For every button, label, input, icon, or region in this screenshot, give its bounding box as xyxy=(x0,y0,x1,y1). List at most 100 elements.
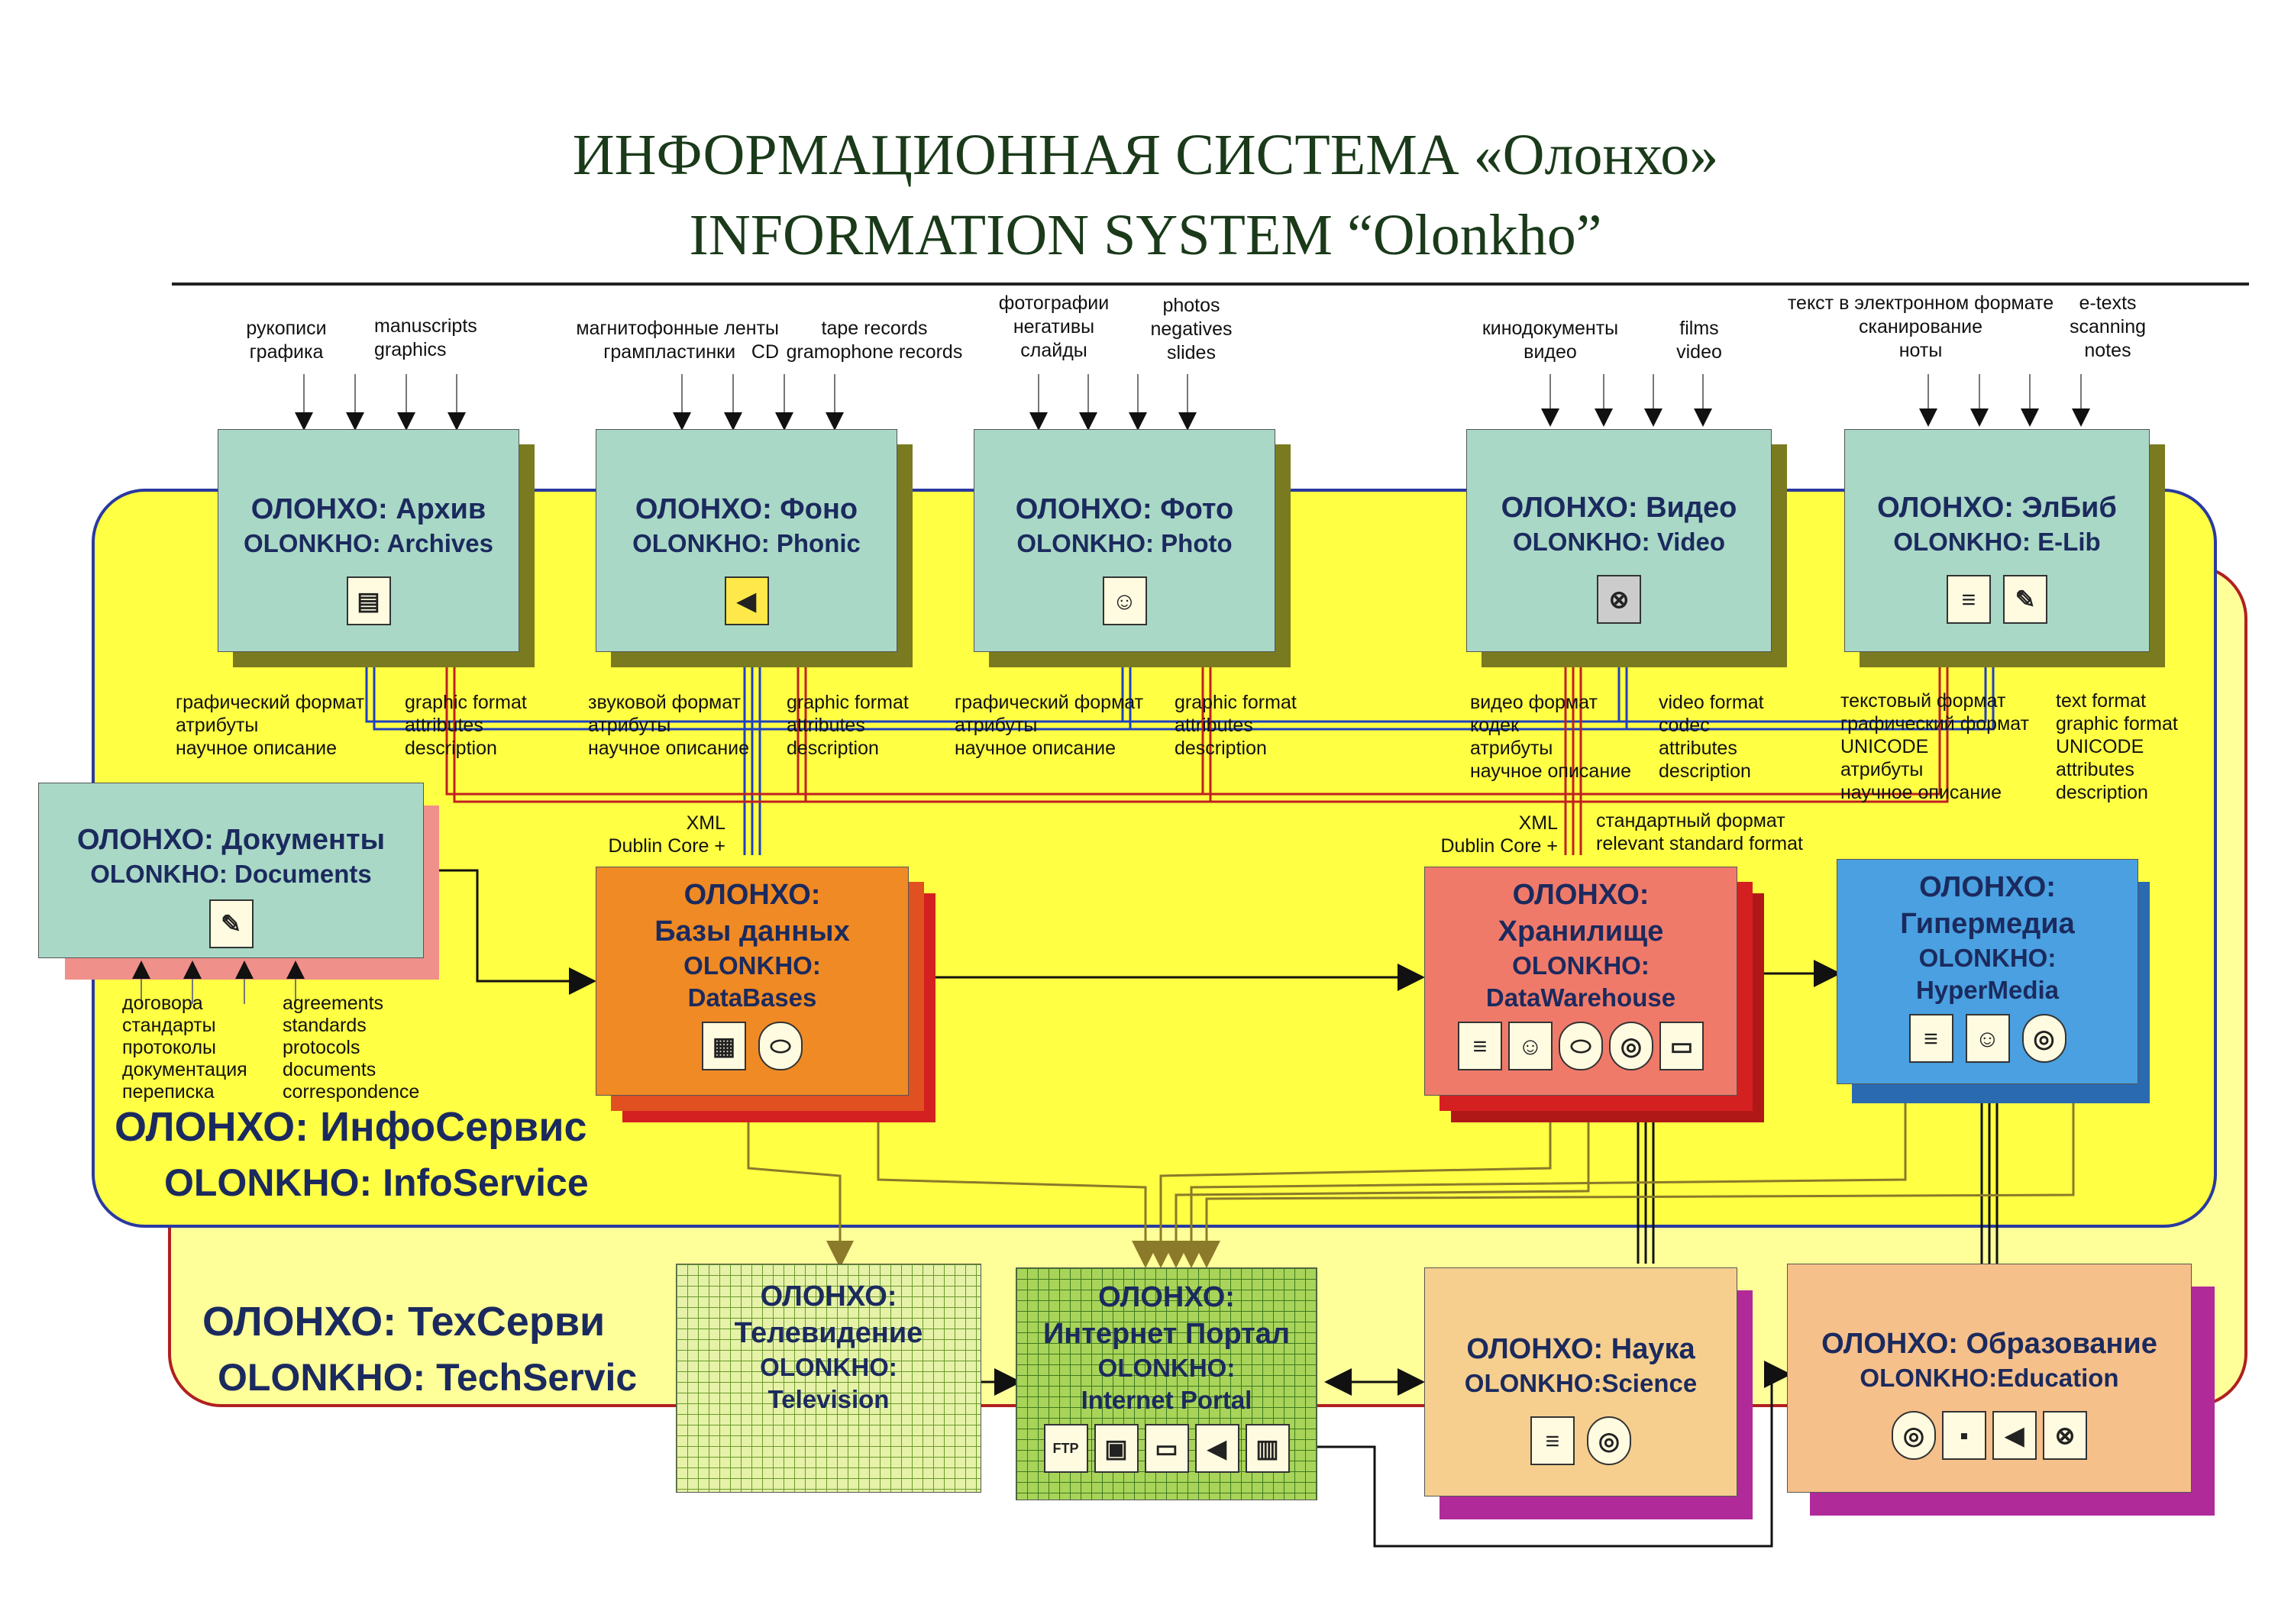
module-archive-en: OLONKHO: Archives xyxy=(243,529,493,557)
module-archive-ru: ОЛОНХО: Архив xyxy=(250,493,486,525)
input-photo-en: photos negatives slides xyxy=(1150,295,1233,363)
people-icon: ☺ xyxy=(1965,1014,2010,1063)
format-video-ru: видео формат кодек атрибуты научное опис… xyxy=(1470,692,1631,782)
module-television[interactable]: ОЛОНХО: Телевидение OLONKHO: Television xyxy=(676,1264,981,1493)
ftp-icon: FTP xyxy=(1043,1424,1088,1473)
module-hypermedia-en1: OLONKHO: xyxy=(1918,944,2057,972)
format-xml-db: XML Dublin Core + xyxy=(608,812,725,857)
folder-icon: ▭ xyxy=(1659,1022,1704,1070)
film-reel-icon: ⊗ xyxy=(1597,575,1641,624)
module-phono-ru: ОЛОНХО: Фоно xyxy=(635,493,858,525)
format-elib-en: text format graphic format UNICODE attri… xyxy=(2056,690,2178,803)
module-elib-ru: ОЛОНХО: ЭлБиб xyxy=(1877,492,2117,524)
people-icon: ☺ xyxy=(1508,1022,1553,1070)
cd-stack-icon: ◎ xyxy=(1587,1416,1631,1465)
page-title-en: INFORMATION SYSTEM “Olonkho” xyxy=(689,203,1602,267)
module-education-en: OLONKHO:Education xyxy=(1860,1364,2119,1392)
speaker-icon: ◀ xyxy=(1194,1424,1239,1473)
database-disk-icon: ⬭ xyxy=(1559,1022,1603,1070)
document-icon: ≡ xyxy=(1908,1014,1953,1063)
format-phono-ru: звуковой формат атрибуты научное описани… xyxy=(588,692,749,759)
module-hypermedia[interactable]: ОЛОНХО: Гипермедиа OLONKHO: HyperMedia ≡… xyxy=(1837,859,2138,1084)
module-warehouse-en1: OLONKHO: xyxy=(1512,951,1650,980)
document-edit-icon: ✎ xyxy=(208,899,254,948)
module-databases[interactable]: ОЛОНХО: Базы данных OLONKHO: DataBases ▦… xyxy=(596,867,909,1096)
module-archive[interactable]: ОЛОНХО: Архив OLONKHO: Archives ▤ xyxy=(218,429,519,652)
format-photo-ru: графический формат атрибуты научное опис… xyxy=(955,692,1144,759)
title-rule xyxy=(172,283,2249,286)
module-databases-ru2: Базы данных xyxy=(654,915,850,948)
module-science[interactable]: ОЛОНХО: Наука OLONKHO:Science ≡◎ xyxy=(1424,1267,1737,1496)
folder-icon: ▭ xyxy=(1144,1424,1189,1473)
module-video[interactable]: ОЛОНХО: Видео OLONKHO: Video ⊗ xyxy=(1466,429,1772,652)
module-photo[interactable]: ОЛОНХО: Фото OLONKHO: Photo ☺ xyxy=(974,429,1275,652)
module-warehouse-ru2: Хранилище xyxy=(1498,915,1664,948)
documents-inputs-ru: договора стандарты протоколы документаци… xyxy=(122,993,247,1103)
module-photo-en: OLONKHO: Photo xyxy=(1016,529,1233,557)
module-databases-ru1: ОЛОНХО: xyxy=(683,879,821,911)
module-hypermedia-ru2: Гипермедиа xyxy=(1900,908,2075,940)
input-video-ru: кинодокументы видео xyxy=(1482,318,1619,363)
module-databases-en2: DataBases xyxy=(687,983,817,1012)
module-documents[interactable]: ОЛОНХО: Документы OLONKHO: Documents ✎ xyxy=(38,783,424,958)
module-television-en2: Television xyxy=(767,1385,890,1413)
file-cabinet-icon: ▦ xyxy=(702,1022,746,1070)
module-photo-ru: ОЛОНХО: Фото xyxy=(1015,493,1234,525)
database-disk-icon: ⬭ xyxy=(758,1022,803,1070)
module-video-ru: ОЛОНХО: Видео xyxy=(1501,492,1737,524)
module-warehouse-en2: DataWarehouse xyxy=(1485,983,1676,1012)
format-photo-en: graphic format attributes description xyxy=(1175,692,1297,759)
edit-document-icon: ✎ xyxy=(2003,575,2047,624)
chart-icon: ▥ xyxy=(1245,1424,1290,1473)
speaker-icon: ◀ xyxy=(1992,1411,2037,1460)
input-elib-en: e-texts scanning notes xyxy=(2069,292,2147,361)
module-databases-en1: OLONKHO: xyxy=(683,951,821,980)
format-archive-ru: графический формат атрибуты научное опис… xyxy=(176,692,365,759)
infoservice-label-en: OLONKHO: InfoService xyxy=(164,1161,589,1204)
techservice-label-en: OLONKHO: TechServic xyxy=(218,1356,638,1399)
floppy-disk-icon: ▪ xyxy=(1942,1411,1986,1460)
module-documents-en: OLONKHO: Documents xyxy=(90,860,372,888)
speaker-icon: ◀ xyxy=(724,576,769,625)
module-portal-ru2: Интернет Портал xyxy=(1042,1318,1291,1350)
input-video-en: films video xyxy=(1676,318,1722,363)
module-education[interactable]: ОЛОНХО: Образование OLONKHO:Education ◎▪… xyxy=(1787,1264,2192,1493)
module-hypermedia-en2: HyperMedia xyxy=(1915,976,2060,1004)
manuscripts-icon: ▤ xyxy=(346,576,391,625)
module-elib-en: OLONKHO: E-Lib xyxy=(1893,528,2101,556)
format-standard: стандартный формат relevant standard for… xyxy=(1596,810,1803,854)
format-xml-wh: XML Dublin Core + xyxy=(1440,812,1558,857)
module-portal-en1: OLONKHO: xyxy=(1097,1354,1236,1382)
document-icon: ≡ xyxy=(1530,1416,1575,1465)
module-warehouse-ru1: ОЛОНХО: xyxy=(1512,879,1650,911)
module-education-ru: ОЛОНХО: Образование xyxy=(1821,1328,2157,1360)
cd-stack-icon: ◎ xyxy=(1609,1022,1653,1070)
input-elib-ru: текст в электронном формате сканирование… xyxy=(1787,292,2054,361)
cd-stack-icon: ◎ xyxy=(2021,1014,2066,1063)
module-television-ru1: ОЛОНХО: xyxy=(760,1280,897,1312)
module-science-en: OLONKHO:Science xyxy=(1464,1369,1698,1397)
input-photo-ru: фотографии негативы слайды xyxy=(998,292,1110,361)
format-video-en: video format codec attributes descriptio… xyxy=(1659,692,1764,782)
cd-stack-icon: ◎ xyxy=(1892,1411,1936,1460)
module-television-ru2: Телевидение xyxy=(734,1317,923,1349)
module-portal[interactable]: ОЛОНХО: Интернет Портал OLONKHO: Interne… xyxy=(1016,1267,1317,1500)
module-science-ru: ОЛОНХО: Наука xyxy=(1466,1333,1695,1365)
people-icon: ☺ xyxy=(1102,576,1147,625)
module-phono-en: OLONKHO: Phonic xyxy=(632,529,861,557)
techservice-label-ru: ОЛОНХО: ТехСерви xyxy=(202,1299,606,1345)
module-television-en1: OLONKHO: xyxy=(760,1353,897,1381)
module-portal-ru1: ОЛОНХО: xyxy=(1098,1281,1235,1313)
input-phono-en: tape records gramophone records xyxy=(786,318,963,363)
module-elib[interactable]: ОЛОНХО: ЭлБиб OLONKHO: E-Lib ≡✎ xyxy=(1844,429,2150,652)
format-elib-ru: текстовый формат графический формат UNIC… xyxy=(1840,690,2030,803)
module-phono[interactable]: ОЛОНХО: Фоно OLONKHO: Phonic ◀ xyxy=(596,429,897,652)
page-title-ru: ИНФОРМАЦИОННАЯ СИСТЕМА «Олонхо» xyxy=(572,123,1719,187)
input-archive-en: manuscripts graphics xyxy=(374,315,477,360)
module-warehouse[interactable]: ОЛОНХО: Хранилище OLONKHO: DataWarehouse… xyxy=(1424,867,1737,1096)
format-phono-en: graphic format attributes description xyxy=(787,692,909,759)
documents-inputs-en: agreements standards protocols documents… xyxy=(283,993,420,1103)
document-icon: ≡ xyxy=(1947,575,1991,624)
